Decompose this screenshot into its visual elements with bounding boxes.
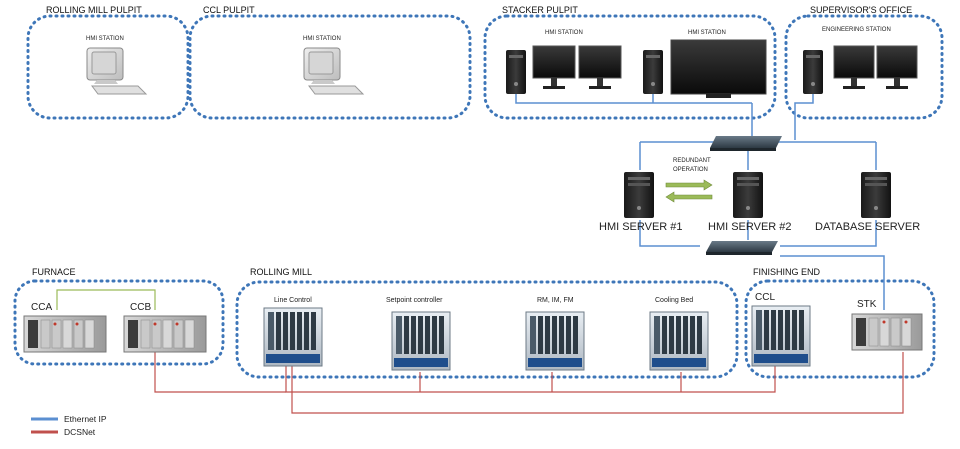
large-display-icon <box>670 39 767 98</box>
zone-furnace <box>13 279 225 366</box>
redundancy-arrows-icon <box>665 179 713 203</box>
ccl-pulpit-hmi-station[interactable]: HMI STATION <box>303 36 365 95</box>
hmi-server-2-label: HMI SERVER #2 <box>708 221 792 233</box>
ccl-rack[interactable] <box>751 305 811 367</box>
zone-ccl-pulpit <box>188 14 472 120</box>
flat-monitor-icon <box>876 45 918 89</box>
ccl-hmi-station-label: HMI STATION <box>303 36 341 42</box>
rm-im-fm-rack[interactable] <box>525 311 585 371</box>
zone-title-stacker-pulpit: STACKER PULPIT <box>502 5 578 15</box>
ethernet-cabling <box>515 94 885 310</box>
zone-title-rolling-mill-pulpit: ROLLING MILL PULPIT <box>46 5 142 15</box>
rm-hmi-station-label: HMI STATION <box>86 36 124 42</box>
stk-controller-label: STK <box>857 299 877 310</box>
database-server-label: DATABASE SERVER <box>815 221 920 233</box>
line-control-label: Line Control <box>274 297 312 304</box>
cooling-bed-rack[interactable] <box>649 311 709 371</box>
cca-label: CCA <box>31 302 52 313</box>
legend: Ethernet IP DCSNet <box>31 414 107 437</box>
zone-finishing-end <box>744 279 936 379</box>
plc-chassis-icon <box>123 315 207 353</box>
stacker-hmi-station-label-2: HMI STATION <box>688 30 726 36</box>
dcsnet-legend-label: DCSNet <box>64 427 96 437</box>
server-tower-icon <box>861 172 891 218</box>
stacker-hmi-station-label-1: HMI STATION <box>545 30 583 36</box>
hmi-server-1[interactable]: HMI SERVER #1 <box>599 172 683 233</box>
furnace-controller-link <box>56 289 156 310</box>
server-tower-icon <box>733 172 763 218</box>
dcs-rack-icon <box>263 307 323 367</box>
server-tower-icon <box>624 172 654 218</box>
zone-title-rolling-mill: ROLLING MILL <box>250 267 312 277</box>
hmi-server-1-label: HMI SERVER #1 <box>599 221 683 233</box>
zone-title-ccl-pulpit: CCL PULPIT <box>203 5 255 15</box>
ccb-label: CCB <box>130 302 151 313</box>
rm-im-fm-label: RM, IM, FM <box>537 297 574 304</box>
stacker-hmi-station-1[interactable] <box>506 45 622 94</box>
flat-monitor-icon <box>833 45 875 89</box>
engineering-station[interactable] <box>803 45 918 94</box>
crt-monitor-icon <box>303 47 365 95</box>
ccb-controller[interactable] <box>123 315 207 353</box>
flat-monitor-icon <box>532 45 576 89</box>
database-server[interactable]: DATABASE SERVER <box>815 172 920 233</box>
dcs-rack-icon <box>525 311 585 371</box>
line-control-rack[interactable] <box>263 307 323 367</box>
dcs-rack-icon <box>751 305 811 367</box>
ethernet-legend-label: Ethernet IP <box>64 414 107 424</box>
tower-pc-icon <box>506 50 526 94</box>
stacker-hmi-station-2[interactable] <box>643 39 767 98</box>
zone-supervisors-office <box>784 14 944 120</box>
redundant-label-line1: REDUNDANT <box>673 158 711 164</box>
redundant-label-line2: OPERATION <box>673 167 708 173</box>
setpoint-controller-label: Setpoint controller <box>386 297 443 304</box>
rm-pulpit-hmi-station[interactable]: HMI STATION <box>86 36 148 95</box>
plc-chassis-icon <box>23 315 107 353</box>
hmi-server-2[interactable]: HMI SERVER #2 <box>708 172 792 233</box>
stk-controller[interactable] <box>851 313 923 351</box>
dcs-rack-icon <box>391 311 451 371</box>
plc-chassis-icon <box>851 313 923 351</box>
zone-title-supervisors-office: SUPERVISOR'S OFFICE <box>810 5 912 15</box>
zone-rolling-mill-pulpit <box>26 14 190 120</box>
zone-title-furnace: FURNACE <box>32 267 76 277</box>
tower-pc-icon <box>803 50 823 94</box>
dcsnet-cabling <box>154 352 904 414</box>
zone-rolling-mill <box>235 280 739 379</box>
cooling-bed-label: Cooling Bed <box>655 297 693 304</box>
top-network-switch[interactable] <box>710 136 782 151</box>
bottom-network-switch[interactable] <box>706 241 778 255</box>
dcs-rack-icon <box>649 311 709 371</box>
cca-controller[interactable] <box>23 315 107 353</box>
crt-monitor-icon <box>86 47 148 95</box>
engineering-station-label: ENGINEERING STATION <box>822 27 891 33</box>
tower-pc-icon <box>643 50 663 94</box>
ccl-controller-label: CCL <box>755 292 775 303</box>
setpoint-controller-rack[interactable] <box>391 311 451 371</box>
zone-title-finishing-end: FINISHING END <box>753 267 821 277</box>
flat-monitor-icon <box>578 45 622 89</box>
